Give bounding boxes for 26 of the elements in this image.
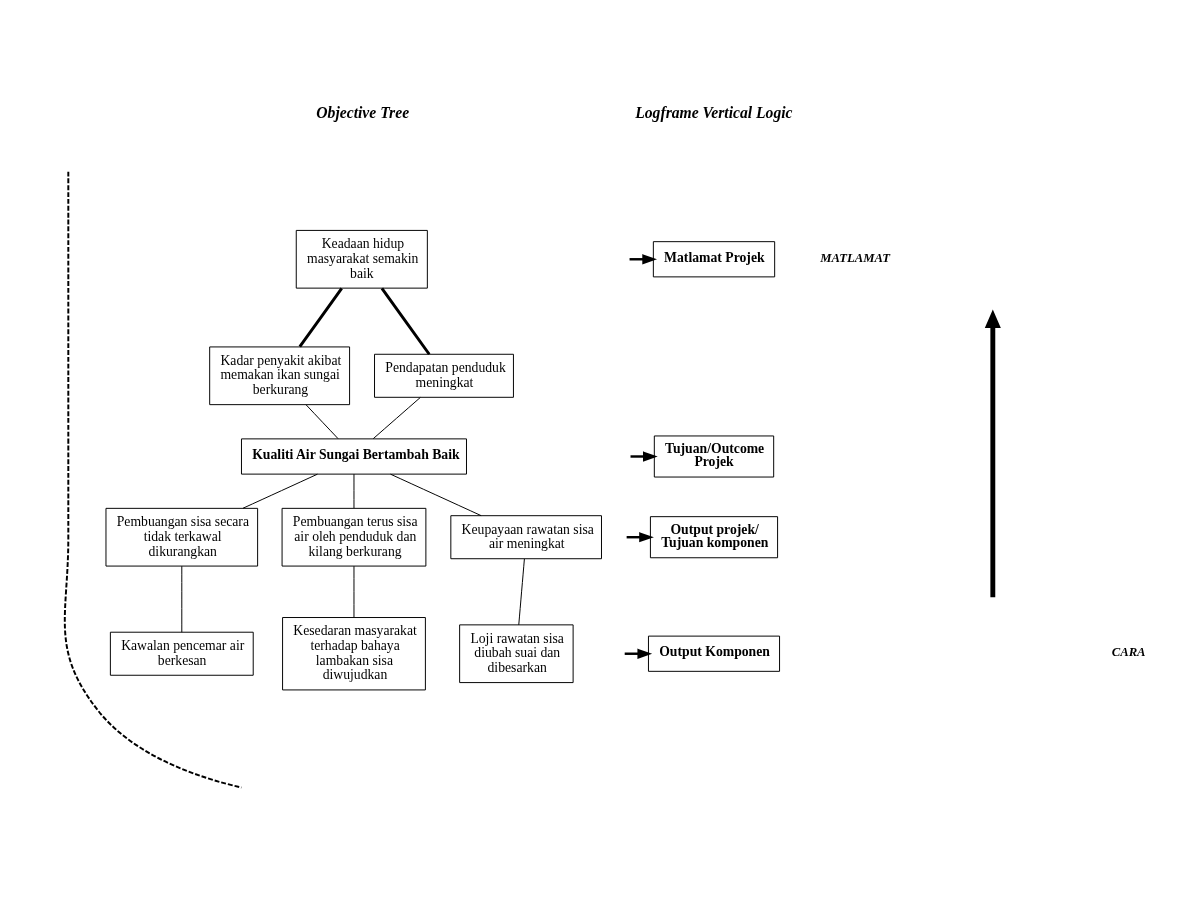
node-box: Kualiti Air Sungai Bertambah Baik [241,438,467,475]
node-box: Pendapatan penduduk meningkat [374,353,514,398]
node-box: Output projek/ Tujuan komponen [649,516,779,559]
connector [372,396,421,440]
connector [305,404,339,440]
node-box: Keadaan hidup masyarakat semakin baik [295,229,428,289]
arrow [630,451,658,462]
node-box: Kadar penyakit akibat memakan ikan sungai berkurang [209,346,351,406]
label: Objective Tree [316,104,410,121]
connector [380,287,431,356]
label: CARA [1111,645,1146,660]
connector [390,473,482,517]
node-box: Matlamat Projek [652,241,776,278]
node-box: Kesedaran masyarakat terhadap bahaya lambakan sisa diwujudkan [282,617,426,691]
node-box: Pembuangan terus sisa air oleh penduduk dan kilang berkurang [281,507,427,567]
connector [242,473,318,509]
node-box: Tujuan/Outcome Projek [653,435,775,478]
connector [518,558,525,626]
node-box: Keupayaan rawatan sisa air meningkat [450,515,602,560]
connector [353,565,355,618]
connector [298,287,343,348]
connector [353,473,355,509]
label: Logframe Vertical Logic [635,104,793,121]
label: MATLAMAT [820,250,891,265]
node-box: Output Komponen [647,635,781,672]
node-box: Loji rawatan sisa diubah suai dan dibesarkan [459,624,574,684]
